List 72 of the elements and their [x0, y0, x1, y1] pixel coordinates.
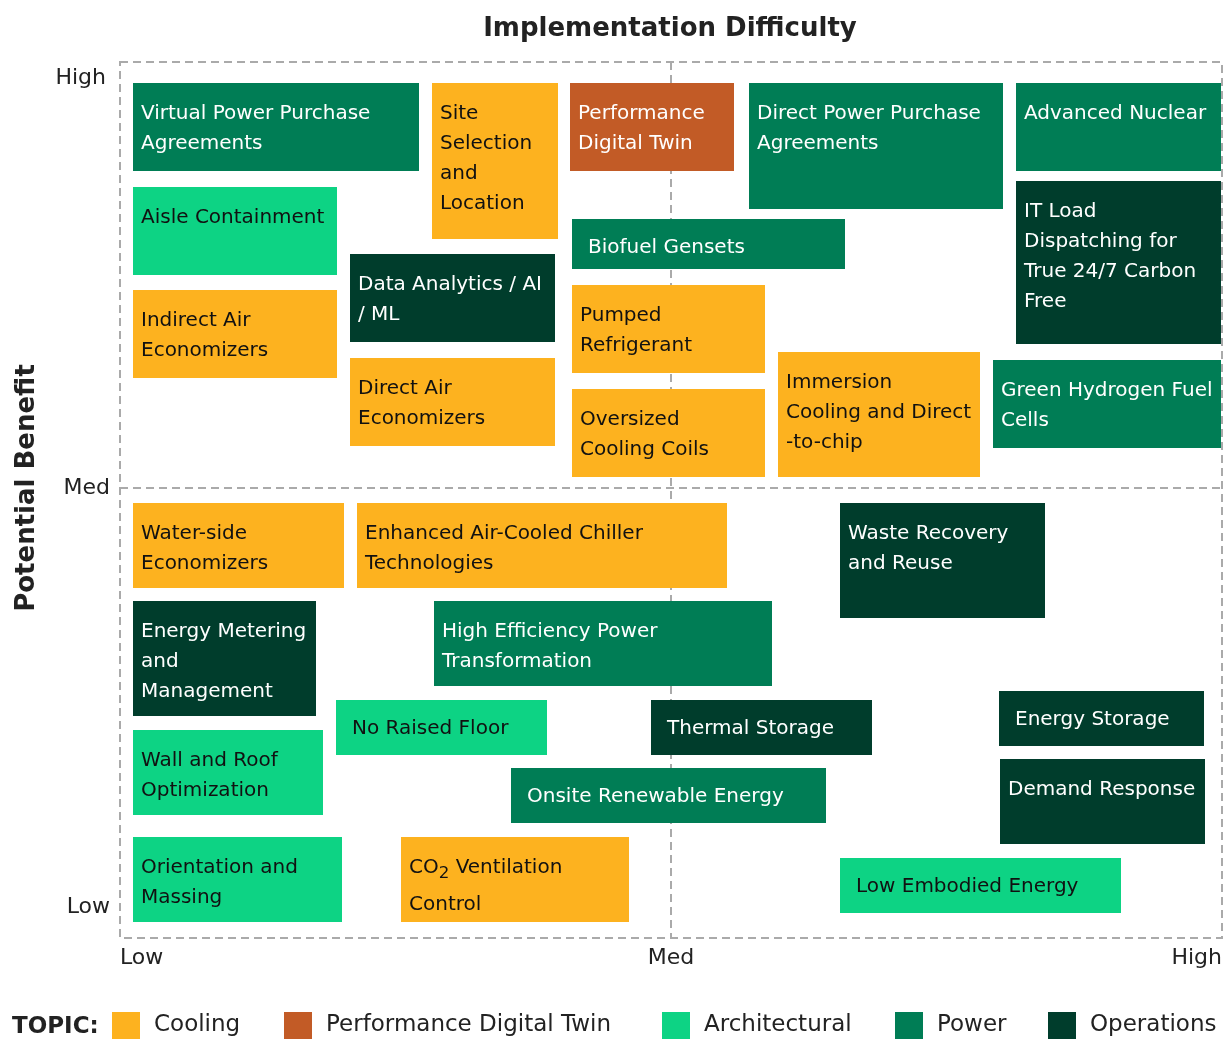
topic-text: Data Analytics / AI / ML	[358, 270, 543, 327]
topic-box	[432, 83, 558, 239]
topic-text: High Efficiency Power Transformation	[442, 617, 659, 674]
topic-box	[999, 691, 1204, 746]
topic-text: Thermal Storage	[667, 714, 835, 741]
topic-text: Immersion Cooling and Direct -to-chip	[786, 368, 972, 455]
topic-text: Biofuel Gensets	[588, 233, 746, 260]
topic-text: Green Hydrogen Fuel Cells	[1001, 376, 1213, 433]
topic-text: Waste Recovery and Reuse	[848, 519, 1010, 576]
topic-box	[133, 503, 344, 588]
topic-text: Energy Storage	[1015, 705, 1171, 732]
topic-text: Orientation and Massing	[141, 853, 299, 910]
topic-text: Onsite Renewable Energy	[527, 782, 785, 809]
topic-box	[357, 503, 727, 588]
topic-text: Water-side Economizers	[141, 519, 270, 576]
topic-box	[350, 254, 555, 342]
axis-tick-label: High	[55, 64, 106, 89]
topic-box	[336, 700, 547, 755]
topic-box	[840, 858, 1121, 913]
topic-box	[572, 285, 765, 373]
legend-label: Power	[937, 1010, 1007, 1036]
topic-box	[1000, 759, 1205, 844]
topic-box	[778, 352, 980, 477]
topic-text: Energy Metering and Management	[141, 617, 308, 704]
topic-text: Demand Response	[1008, 775, 1197, 802]
topic-text: Advanced Nuclear	[1024, 99, 1208, 126]
topic-box	[133, 290, 337, 378]
topic-text: Enhanced Air-Cooled Chiller Technologies	[365, 519, 644, 576]
topic-text: Direct Power Purchase Agreements	[757, 99, 982, 156]
topic-box	[572, 219, 845, 269]
axis-tick-label: Low	[120, 944, 164, 969]
legend-label: Cooling	[154, 1010, 241, 1036]
topic-box	[1016, 181, 1221, 344]
legend-heading: TOPIC:	[12, 1012, 99, 1038]
topic-text: No Raised Floor	[352, 714, 510, 741]
axis-title: Implementation Difficulty	[483, 12, 857, 42]
axis-tick-label: Low	[66, 893, 110, 918]
topic-text: IT Load Dispatching for True 24/7 Carbon Free	[1024, 197, 1198, 314]
topic-text: CO$_{2}$ Ventilation Control	[409, 853, 564, 917]
topic-box	[133, 83, 419, 171]
topic-box	[993, 360, 1221, 448]
topic-text: Virtual Power Purchase Agreements	[141, 99, 372, 156]
topic-text: Low Embodied Energy	[856, 872, 1080, 899]
topic-box	[133, 837, 342, 922]
topic-box	[572, 389, 765, 477]
topic-box	[133, 187, 337, 275]
legend-label: Architectural	[704, 1010, 852, 1036]
topic-box	[133, 601, 316, 716]
axis-tick-label: Med	[63, 474, 110, 499]
topic-text: Direct Air Economizers	[358, 374, 487, 431]
topic-box	[651, 700, 872, 755]
topic-box	[570, 83, 734, 171]
axis-tick-label: Med	[647, 944, 695, 969]
legend-label: Operations	[1090, 1010, 1217, 1036]
topic-box	[511, 768, 826, 823]
topic-box	[749, 83, 1003, 209]
topic-box	[350, 358, 555, 446]
topic-box	[1016, 83, 1221, 171]
legend-label: Performance Digital Twin	[326, 1010, 611, 1036]
topic-text: Oversized Cooling Coils	[580, 405, 710, 462]
topic-text: Aisle Containment	[141, 203, 326, 230]
topic-text: Site Selection and Location	[440, 99, 534, 216]
topic-text: Pumped Refrigerant	[580, 301, 694, 358]
topic-box	[401, 837, 629, 922]
topic-box	[133, 730, 323, 815]
topic-text: Indirect Air Economizers	[141, 306, 270, 363]
axis-title: Potential Benefit	[10, 364, 40, 612]
axis-tick-label: High	[1171, 944, 1222, 969]
topic-box	[840, 503, 1045, 618]
topic-box	[434, 601, 772, 686]
topic-text: Wall and Roof Optimization	[141, 746, 280, 803]
topic-text: Performance Digital Twin	[578, 99, 706, 156]
